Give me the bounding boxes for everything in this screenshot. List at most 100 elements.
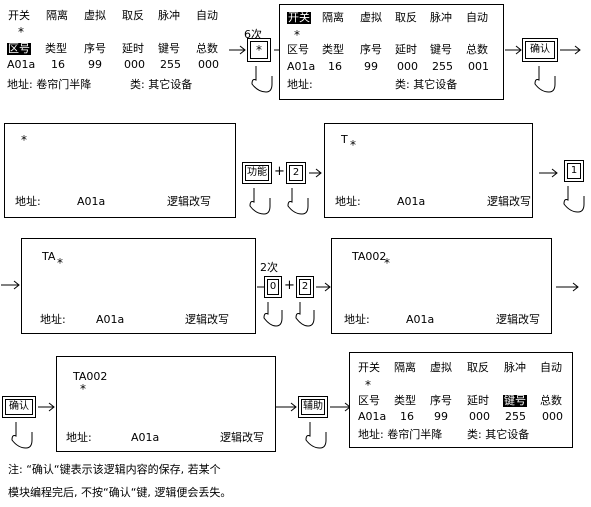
field-zone-label: 区号 — [287, 43, 309, 56]
hand-press-icon — [534, 66, 556, 93]
address-label: 地址: — [15, 195, 41, 208]
value-key: 255 — [432, 60, 453, 73]
cursor-star: * — [384, 256, 390, 270]
value-key: 255 — [160, 58, 181, 71]
cursor-star: * — [294, 28, 300, 42]
aux-key[interactable]: 辅助 — [298, 396, 328, 418]
confirm-key[interactable]: 确认 — [2, 396, 36, 418]
field-delay-label: 延时 — [467, 394, 489, 407]
plus-sign: + — [284, 278, 295, 293]
value-total: 000 — [198, 58, 219, 71]
menu-item-virtual: 虚拟 — [360, 11, 382, 24]
address-label: 地址: — [287, 78, 313, 91]
value-key: 255 — [505, 410, 526, 423]
address-line: 地址: 卷帘门半降 — [358, 428, 443, 441]
mode-label: 逻辑改写 — [185, 313, 229, 326]
note-line-2: 模块编程完后, 不按“确认“键, 逻辑便会丢失。 — [8, 486, 232, 499]
arrow-icon — [316, 282, 331, 292]
menu-item-auto: 自动 — [466, 11, 488, 24]
times-6-label: 6次 — [244, 28, 262, 41]
cursor-star: * — [350, 138, 356, 152]
cursor-star: * — [365, 378, 371, 392]
menu-item-switch: 开关 — [287, 11, 311, 24]
value-seq: 99 — [434, 410, 448, 423]
note-line-1: 注: “确认“键表示该逻辑内容的保存, 若某个 — [8, 463, 221, 476]
value-type: 16 — [400, 410, 414, 423]
field-type-label: 类型 — [394, 394, 416, 407]
menu-item-virtual: 虚拟 — [84, 9, 106, 22]
arrow-icon — [560, 45, 581, 55]
menu-item-invert: 取反 — [395, 11, 417, 24]
category-line: 类: 其它设备 — [395, 78, 458, 91]
hand-press-icon — [11, 422, 33, 449]
value-total: 000 — [542, 410, 563, 423]
key-0[interactable]: 0 — [264, 276, 282, 298]
address-value: A01a — [397, 195, 426, 208]
menu-item-pulse: 脉冲 — [430, 11, 452, 24]
key-2[interactable]: 2 — [286, 162, 306, 184]
key-1[interactable]: 1 — [564, 160, 584, 182]
field-total-label: 总数 — [540, 394, 562, 407]
entry-text: TA — [42, 250, 56, 263]
address-label: 地址: — [40, 313, 66, 326]
mode-label: 逻辑改写 — [487, 195, 531, 208]
key-2[interactable]: 2 — [296, 276, 314, 298]
mode-label: 逻辑改写 — [220, 431, 264, 444]
hand-press-icon — [249, 188, 271, 215]
confirm-key[interactable]: 确认 — [522, 38, 558, 62]
field-type-label: 类型 — [45, 42, 67, 55]
value-seq: 99 — [88, 58, 102, 71]
address-value: A01a — [77, 195, 106, 208]
cursor-star: * — [18, 25, 24, 39]
hand-press-icon — [251, 66, 273, 93]
screen-2: 开关 隔离 虚拟 取反 脉冲 自动 * 区号 类型 序号 延时 键号 总数 A0… — [279, 4, 504, 100]
arrow-icon — [1, 280, 20, 290]
times-2-label: 2次 — [260, 261, 278, 274]
field-seq-label: 序号 — [360, 43, 382, 56]
plus-sign: + — [274, 164, 285, 179]
address-label: 地址: — [66, 431, 92, 444]
arrow-icon — [556, 282, 579, 292]
field-key-label: 键号 — [430, 43, 452, 56]
value-zone: A01a — [287, 60, 316, 73]
address-label: 地址: — [335, 195, 361, 208]
field-key-label: 键号 — [158, 42, 180, 55]
value-zone: A01a — [7, 58, 36, 71]
value-delay: 000 — [124, 58, 145, 71]
menu-item-pulse: 脉冲 — [504, 361, 526, 374]
field-seq-label: 序号 — [430, 394, 452, 407]
hand-press-icon — [563, 186, 585, 213]
menu-item-switch: 开关 — [358, 361, 380, 374]
star-key[interactable]: * — [247, 38, 271, 62]
value-type: 16 — [328, 60, 342, 73]
hand-press-icon — [263, 302, 283, 327]
cursor-star: * — [21, 133, 27, 147]
address-label: 地址: — [344, 313, 370, 326]
menu-item-auto: 自动 — [196, 9, 218, 22]
hand-press-icon — [287, 188, 309, 215]
function-key[interactable]: 功能 — [242, 162, 272, 184]
category-line: 类: 其它设备 — [467, 428, 530, 441]
field-zone-label: 区号 — [7, 42, 31, 55]
field-total-label: 总数 — [196, 42, 218, 55]
entry-text: TA002 — [73, 370, 108, 383]
menu-item-switch: 开关 — [8, 9, 30, 22]
cursor-star: * — [80, 382, 86, 396]
address-value: A01a — [96, 313, 125, 326]
address-value: A01a — [406, 313, 435, 326]
category-line: 类: 其它设备 — [130, 78, 193, 91]
menu-item-invert: 取反 — [122, 9, 144, 22]
screen-7: TA002 * 地址: A01a 逻辑改写 — [56, 356, 276, 452]
arrow-icon — [505, 45, 522, 55]
field-delay-label: 延时 — [395, 43, 417, 56]
value-seq: 99 — [364, 60, 378, 73]
field-total-label: 总数 — [466, 43, 488, 56]
value-delay: 000 — [397, 60, 418, 73]
arrow-icon — [309, 168, 322, 178]
menu-item-auto: 自动 — [540, 361, 562, 374]
value-delay: 000 — [469, 410, 490, 423]
mode-label: 逻辑改写 — [167, 195, 211, 208]
field-delay-label: 延时 — [122, 42, 144, 55]
arrow-icon — [539, 168, 558, 178]
screen-8: 开关 隔离 虚拟 取反 脉冲 自动 * 区号 类型 序号 延时 键号 总数 A0… — [349, 352, 573, 448]
